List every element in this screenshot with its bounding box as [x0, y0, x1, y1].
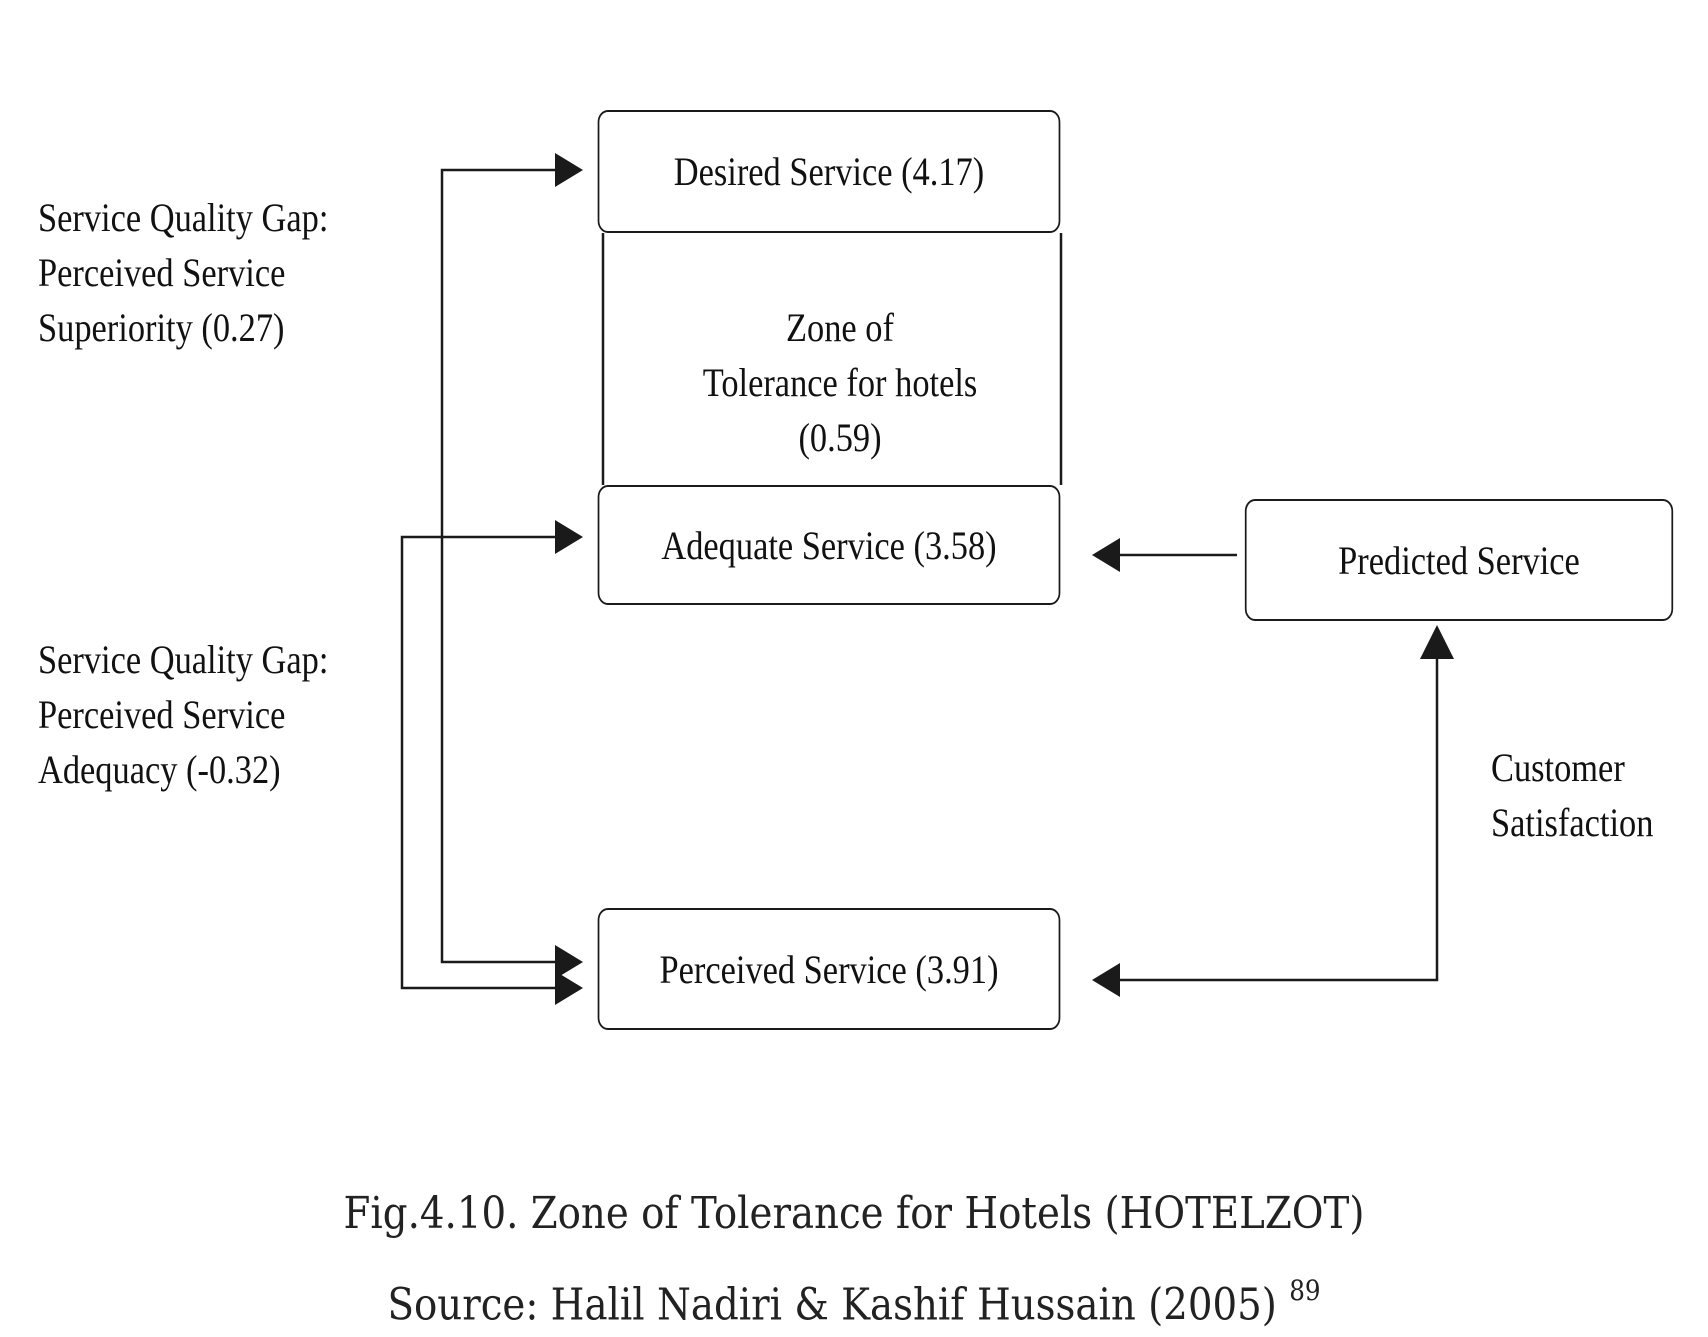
arrow-into-perceived-upper [555, 945, 583, 979]
reference-number: 89 [1289, 1274, 1321, 1307]
superiority-gap-connector [440, 168, 555, 964]
satisfaction-connector [1120, 655, 1439, 982]
arrow-into-adequate-right [1092, 538, 1120, 572]
desired-service-label: Desired Service (4.17) [673, 149, 985, 194]
superiority-gap-line-1: Service Quality Gap: [38, 195, 329, 240]
figure-caption: Fig.4.10. Zone of Tolerance for Hotels (… [102, 1188, 1605, 1239]
adequacy-gap-connector [400, 535, 555, 990]
zone-of-tolerance-label: Zone of Tolerance for hotels (0.59) [651, 300, 1029, 465]
perceived-service-label: Perceived Service (3.91) [659, 946, 999, 992]
superiority-gap-label: Service Quality Gap: Perceived Service S… [38, 190, 328, 355]
customer-satisfaction-label: Customer Satisfaction [1491, 740, 1653, 850]
adequacy-gap-label: Service Quality Gap: Perceived Service A… [38, 632, 328, 797]
zone-line-1: Zone of [786, 305, 894, 350]
arrow-into-perceived-right [1092, 963, 1120, 997]
zone-line-2: Tolerance for hotels [702, 360, 978, 405]
arrow-into-desired [555, 153, 583, 187]
arrow-into-adequate-left [555, 520, 583, 554]
predicted-service-label: Predicted Service [1338, 537, 1580, 583]
customer-satisfaction-line-1: Customer [1491, 745, 1625, 790]
adequacy-gap-line-1: Service Quality Gap: [38, 637, 329, 682]
perceived-service-box: Perceived Service (3.91) [597, 908, 1061, 1030]
adequacy-gap-line-3: Adequacy (-0.32) [38, 747, 281, 792]
figure-caption-text: Fig.4.10. Zone of Tolerance for Hotels (… [343, 1188, 1365, 1239]
zone-line-3: (0.59) [798, 415, 882, 460]
superiority-gap-line-2: Perceived Service [38, 250, 286, 295]
predicted-service-box: Predicted Service [1244, 499, 1674, 621]
source-caption: Source: Halil Nadiri & Kashif Hussain (2… [102, 1274, 1605, 1331]
adequate-service-label: Adequate Service (3.58) [661, 522, 997, 568]
superiority-gap-line-3: Superiority (0.27) [38, 305, 285, 350]
source-caption-text: Source: Halil Nadiri & Kashif Hussain (2… [387, 1279, 1277, 1331]
customer-satisfaction-line-2: Satisfaction [1491, 800, 1654, 845]
adequacy-gap-line-2: Perceived Service [38, 692, 286, 737]
arrow-into-predicted [1420, 625, 1454, 659]
arrow-into-perceived-lower [555, 971, 583, 1005]
adequate-service-box: Adequate Service (3.58) [597, 485, 1061, 605]
desired-service-box: Desired Service (4.17) [597, 110, 1061, 233]
